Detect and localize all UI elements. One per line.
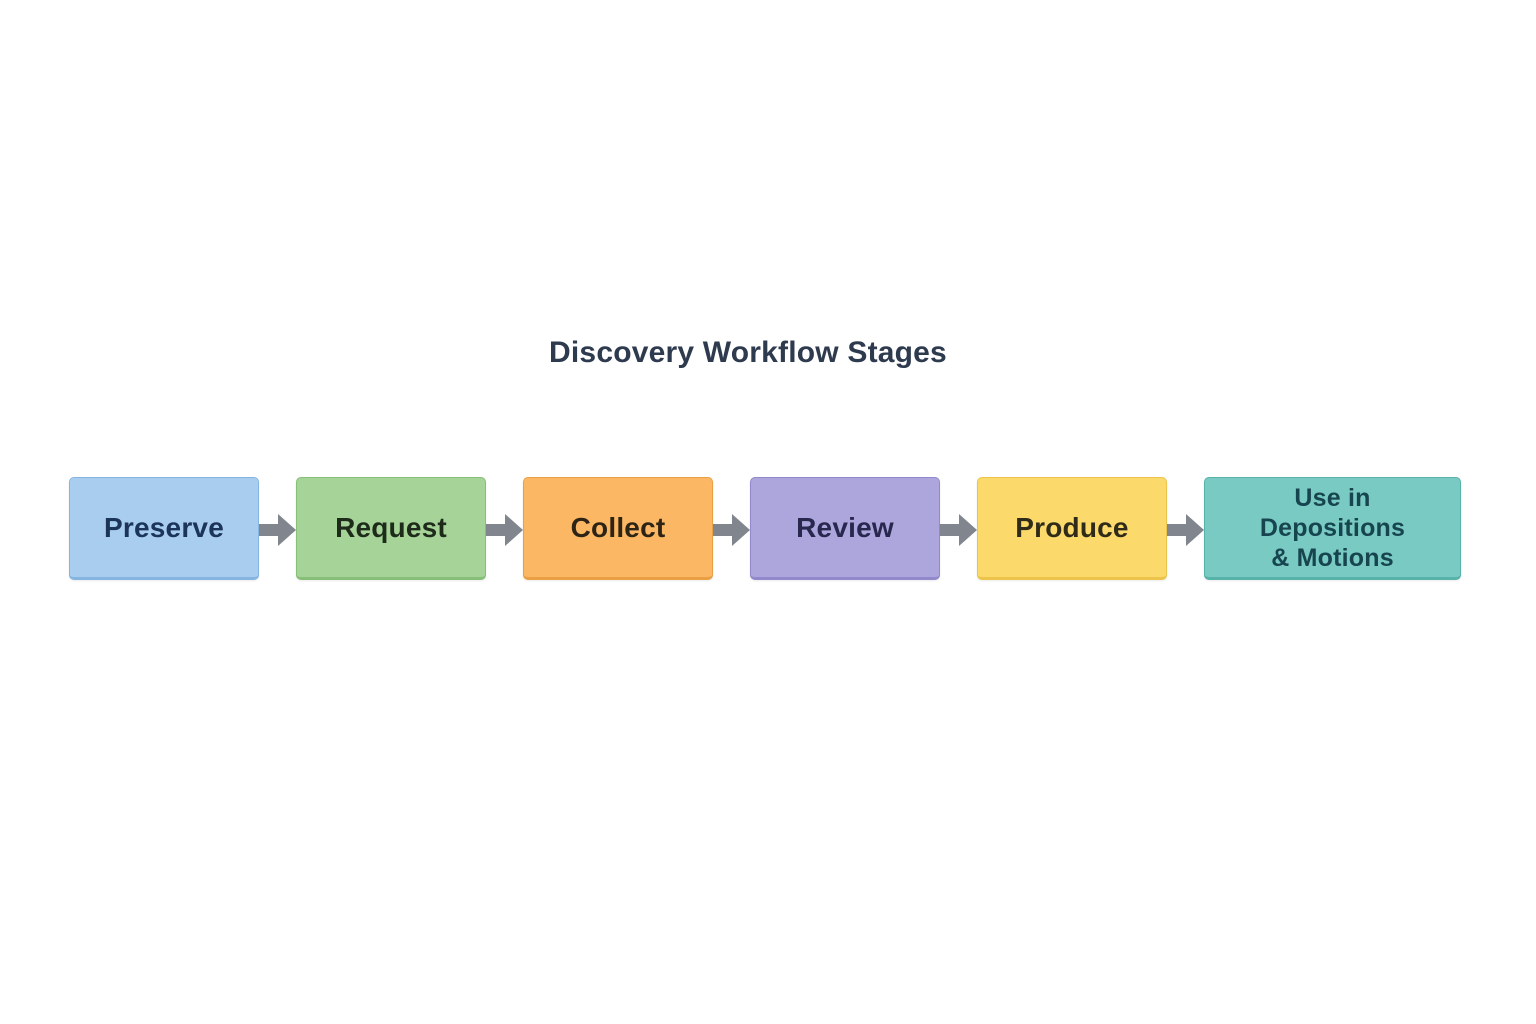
stage-collect: Collect [523,477,713,580]
diagram-title: Discovery Workflow Stages [549,336,947,369]
workflow-row: Preserve Request Collect Review Produce [69,477,1461,582]
flow-arrow-icon [713,513,750,546]
flow-arrow-icon [486,513,523,546]
stage-request: Request [296,477,486,580]
flow-arrow-icon [259,513,296,546]
flow-arrow-icon [1167,513,1204,546]
stage-produce: Produce [977,477,1167,580]
stage-review: Review [750,477,940,580]
stage-use-in-depositions-motions: Use in Depositions & Motions [1204,477,1461,580]
flow-arrow-icon [940,513,977,546]
stage-label-use-in-depositions-motions: Use in Depositions & Motions [1259,483,1406,572]
stage-label-request: Request [335,511,447,543]
stage-label-review: Review [796,511,894,543]
stage-label-produce: Produce [1015,511,1129,543]
stage-preserve: Preserve [69,477,259,580]
stage-label-collect: Collect [570,511,666,543]
stage-label-preserve: Preserve [104,511,224,543]
